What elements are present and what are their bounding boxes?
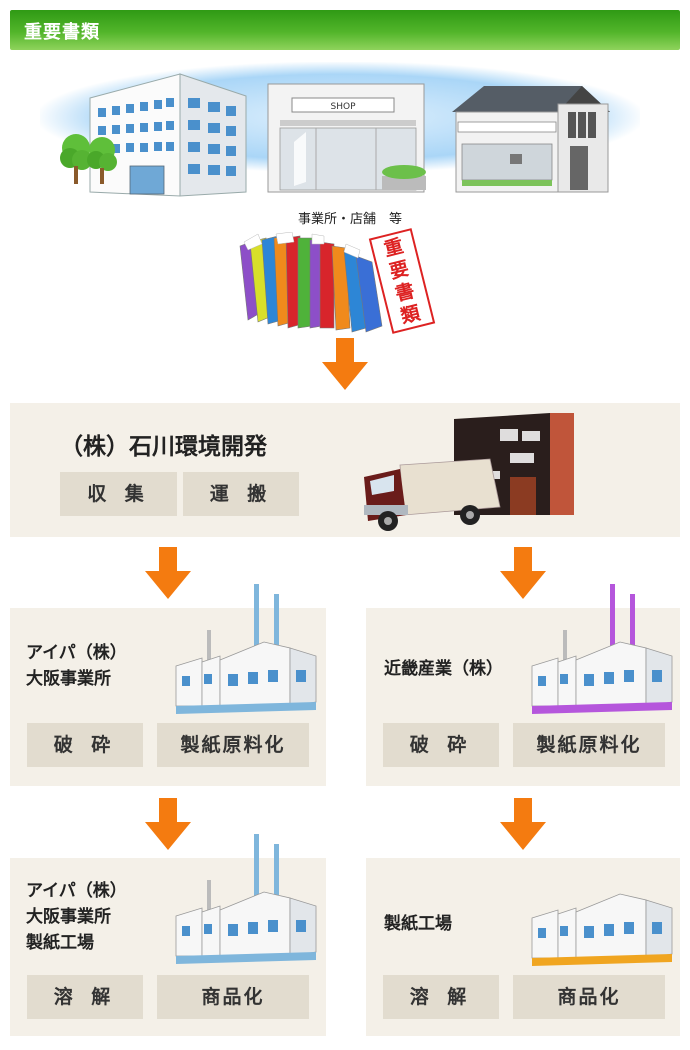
process-tag: 運 搬: [183, 472, 299, 516]
factory-purple-illustration: [531, 584, 673, 714]
process-tag: 溶 解: [383, 975, 499, 1019]
kinki-sangyo-panel: 近畿産業（株） 破 砕 製紙原料化: [366, 584, 680, 786]
process-tag: 溶 解: [27, 975, 143, 1019]
collector-name: （株）石川環境開発: [60, 434, 267, 460]
section-title: 重要書類: [24, 22, 100, 43]
aipa-osaka-panel: アイパ（株） 大阪事業所 破 砕 製紙原料化: [10, 584, 326, 786]
process-tag: 破 砕: [27, 723, 143, 767]
document-folders-illustration: [239, 232, 383, 333]
process-tag: 商品化: [513, 975, 665, 1019]
office-building-illustration: [60, 73, 247, 197]
arrow-down-icon: [145, 547, 191, 599]
process-tag: 破 砕: [383, 723, 499, 767]
process-tag: 収 集: [60, 472, 177, 516]
process-tag: 製紙原料化: [513, 723, 665, 767]
company-name: アイパ（株） 大阪事業所 製紙工場: [26, 881, 127, 953]
arrow-down-icon: [145, 798, 191, 850]
company-name: 製紙工場: [384, 914, 452, 934]
factory-blue-illustration: [175, 584, 317, 714]
factory-blue-illustration: [175, 834, 317, 964]
truck-illustration: [364, 413, 574, 531]
arrow-down-icon: [322, 338, 368, 390]
source-caption: 事業所・店舗 等: [297, 212, 402, 227]
paper-mill-panel: 製紙工場 溶 解 商品化: [366, 858, 680, 1036]
company-name: アイパ（株） 大阪事業所: [26, 643, 127, 689]
arrow-down-icon: [500, 798, 546, 850]
process-tag: 製紙原料化: [157, 723, 309, 767]
arrow-down-icon: [500, 547, 546, 599]
house-illustration: [452, 86, 610, 193]
process-tag: 商品化: [157, 975, 309, 1019]
factory-orange-illustration: [531, 893, 673, 966]
company-name: 近畿産業（株）: [384, 659, 503, 679]
shop-sign: SHOP: [331, 102, 357, 112]
section-header: 重要書類: [10, 10, 680, 50]
collector-panel: （株）石川環境開発 収 集 運 搬: [10, 403, 680, 537]
aipa-paper-mill-panel: アイパ（株） 大阪事業所 製紙工場 溶 解 商品化: [10, 834, 326, 1036]
shop-illustration: SHOP: [267, 83, 426, 193]
